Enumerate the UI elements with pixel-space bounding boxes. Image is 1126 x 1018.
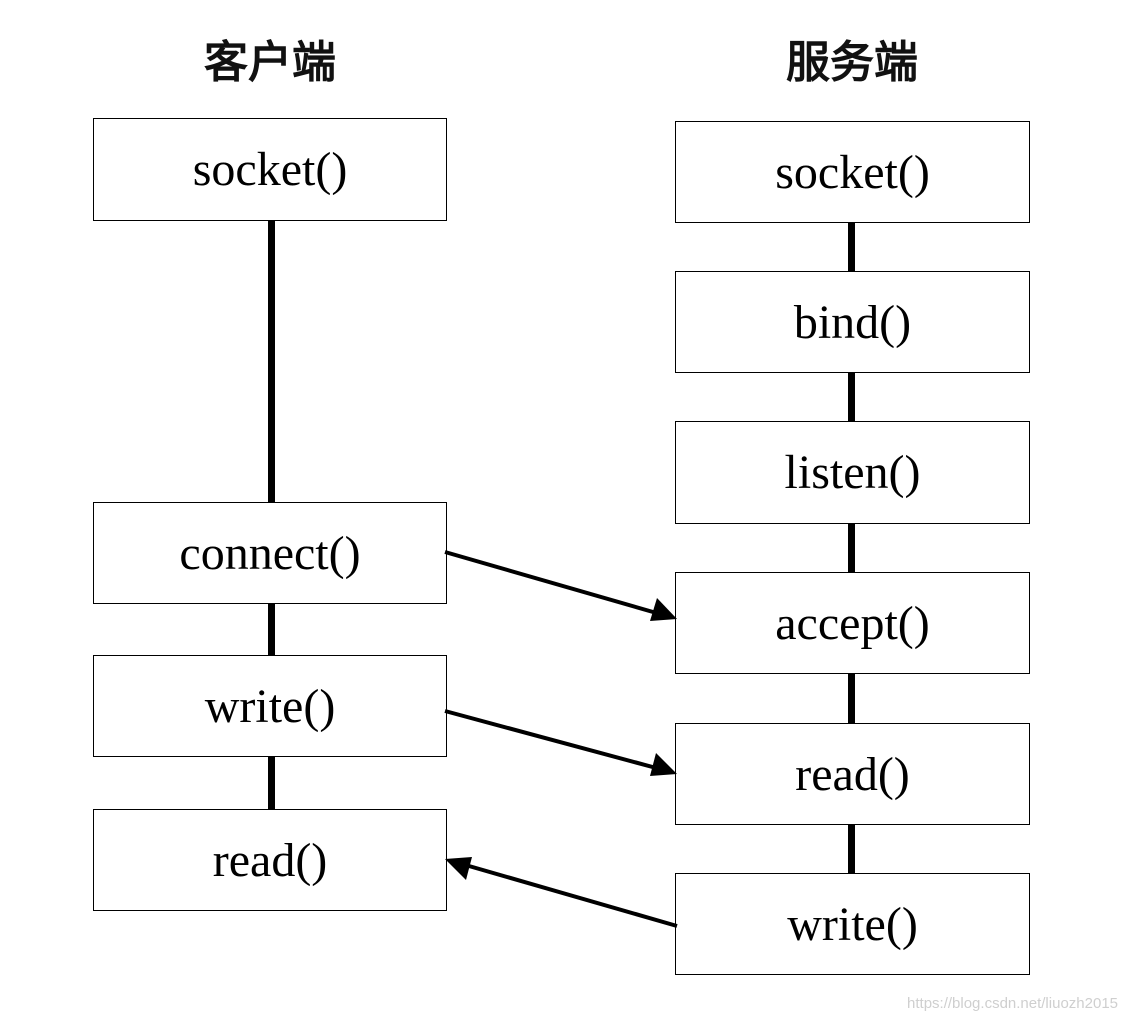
client-write-box: write() <box>93 655 447 757</box>
server-connector-line <box>848 222 855 272</box>
connect-to-accept-arrow <box>444 550 677 621</box>
server-connector-line <box>848 824 855 874</box>
client-connector-line <box>268 756 275 810</box>
client-connect-box: connect() <box>93 502 447 604</box>
server-connector-line <box>848 673 855 724</box>
server-bind-box: bind() <box>675 271 1030 373</box>
client-connector-line <box>268 603 275 656</box>
client-connector-line <box>268 220 275 503</box>
server-accept-box: accept() <box>675 572 1030 674</box>
watermark: https://blog.csdn.net/liuozh2015 <box>907 995 1118 1012</box>
server-read-box: read() <box>675 723 1030 825</box>
server-connector-line <box>848 523 855 573</box>
client-write-to-server-read-arrow <box>444 709 677 776</box>
server-write-to-client-read-arrow <box>445 857 678 928</box>
client-socket-box: socket() <box>93 118 447 221</box>
server-write-box: write() <box>675 873 1030 975</box>
client-title: 客户端 <box>204 37 336 88</box>
server-socket-box: socket() <box>675 121 1030 223</box>
server-title: 服务端 <box>786 37 918 88</box>
client-read-box: read() <box>93 809 447 911</box>
server-listen-box: listen() <box>675 421 1030 524</box>
server-connector-line <box>848 372 855 422</box>
